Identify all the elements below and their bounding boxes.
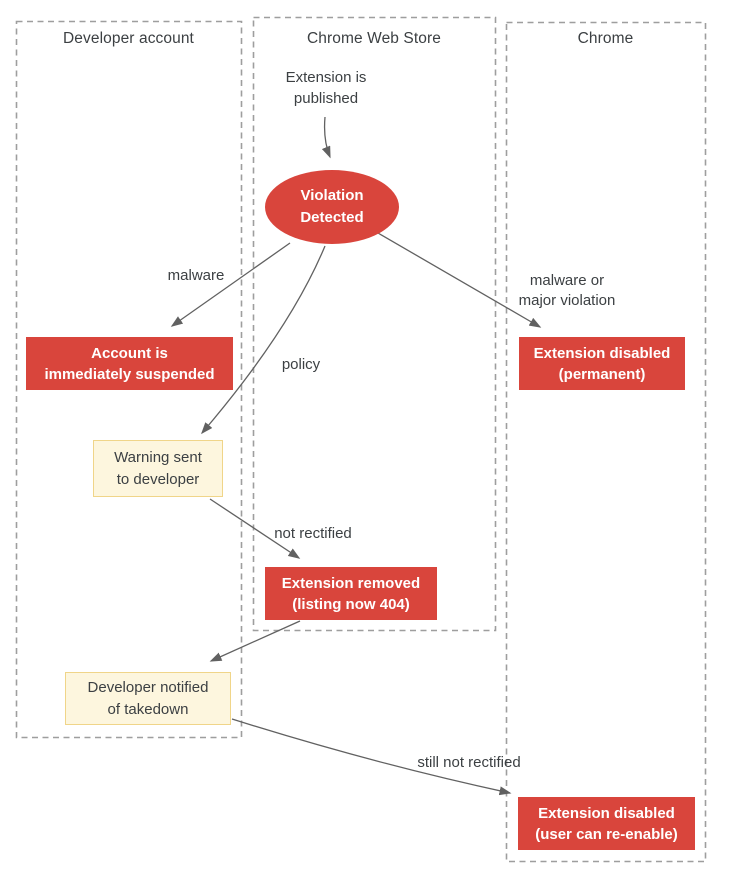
node-disabled-permanent-line1: Extension disabled <box>533 344 671 362</box>
lane-title-chrome: Chrome <box>577 30 634 47</box>
edge-published-to-violation <box>321 116 331 159</box>
edge-label-still-not-rectified: still not rectified <box>417 754 521 771</box>
node-violation-detected-line2: Detected <box>300 209 364 226</box>
lane-developer-account <box>15 20 243 739</box>
node-disabled-reenable-line1: Extension disabled <box>538 804 675 822</box>
edge-notified-to-disabled-reenable <box>231 718 512 796</box>
node-extension-published-line2: published <box>293 90 359 107</box>
edge-label-major-violation: malware or major violation <box>507 271 627 311</box>
node-extension-published: Extension is published <box>266 66 386 110</box>
edge-label-major-violation-line2: major violation <box>518 292 616 309</box>
node-disabled-permanent-line2: (permanent) <box>558 365 646 383</box>
node-disabled-reenable: Extension disabled (user can re-enable) <box>518 797 695 850</box>
edge-label-not-rectified: not rectified <box>274 525 352 542</box>
node-developer-notified-line2: of takedown <box>107 700 189 718</box>
edge-removed-to-notified <box>209 620 301 662</box>
node-warning-sent-line2: to developer <box>116 470 200 488</box>
lane-title-developer-account: Developer account <box>63 30 194 47</box>
node-warning-sent: Warning sent to developer <box>93 440 223 497</box>
node-extension-removed: Extension removed (listing now 404) <box>265 567 437 620</box>
node-extension-published-line1: Extension is <box>285 69 367 86</box>
lane-chrome-web-store <box>252 16 497 632</box>
node-account-suspended-line2: immediately suspended <box>44 365 215 383</box>
edge-label-malware: malware <box>167 267 225 284</box>
edge-warning-to-removed-not-rectified <box>209 498 301 559</box>
edge-label-policy: policy <box>281 356 321 373</box>
edge-label-major-violation-line1: malware or <box>529 272 605 289</box>
node-violation-detected-line1: Violation <box>300 187 364 204</box>
node-extension-removed-line1: Extension removed <box>281 574 421 592</box>
node-account-suspended-line1: Account is <box>91 344 168 362</box>
lane-chrome <box>505 21 707 863</box>
edge-violation-to-disabled-permanent <box>377 232 542 328</box>
node-violation-detected: Violation Detected <box>265 170 399 244</box>
lane-title-chrome-web-store: Chrome Web Store <box>307 30 441 47</box>
node-disabled-permanent: Extension disabled (permanent) <box>519 337 685 390</box>
node-developer-notified-line1: Developer notified <box>87 678 209 696</box>
node-developer-notified: Developer notified of takedown <box>65 672 231 725</box>
edge-violation-to-warning-policy <box>201 245 326 435</box>
node-account-suspended: Account is immediately suspended <box>26 337 233 390</box>
edge-violation-to-suspended-malware <box>170 242 291 327</box>
node-extension-removed-line2: (listing now 404) <box>292 595 410 613</box>
node-warning-sent-line1: Warning sent <box>114 448 202 466</box>
node-disabled-reenable-line2: (user can re-enable) <box>535 825 678 843</box>
